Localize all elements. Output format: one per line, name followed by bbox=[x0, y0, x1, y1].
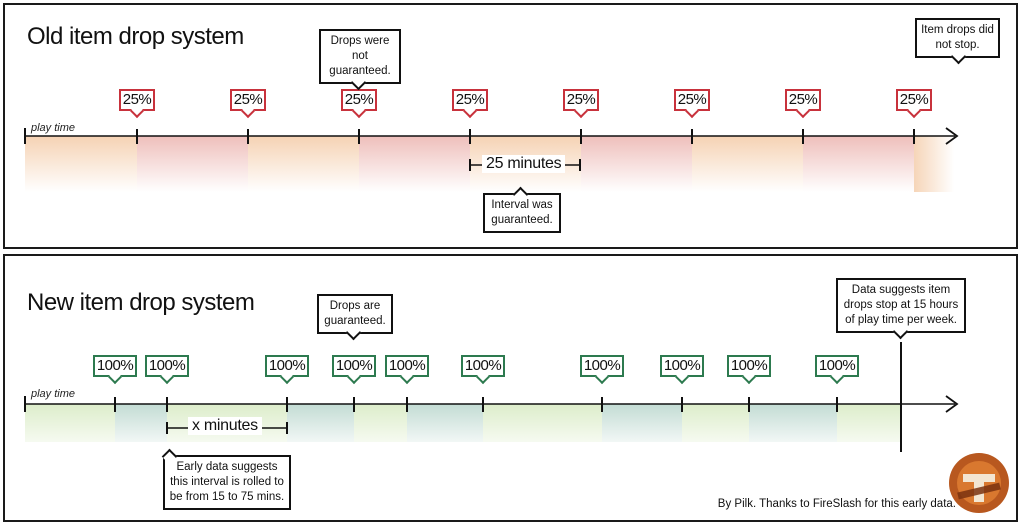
new-interval-band bbox=[354, 404, 407, 442]
new-timeline bbox=[24, 342, 959, 452]
new-interval-band bbox=[483, 404, 602, 442]
new-drop-marker: 100% bbox=[332, 355, 376, 377]
old-interval-label: 25 minutes bbox=[482, 155, 566, 173]
new-drop-marker: 100% bbox=[461, 355, 505, 377]
new-axis-label: play time bbox=[31, 388, 76, 400]
new-drop-marker: 100% bbox=[815, 355, 859, 377]
new-interval-band bbox=[602, 404, 682, 442]
callout-drops-guaranteed: Drops are guaranteed. bbox=[317, 294, 393, 341]
old-system-title: Old item drop system bbox=[27, 23, 244, 50]
new-interval-band bbox=[287, 404, 354, 442]
old-interval-band bbox=[137, 136, 248, 192]
new-drop-marker: 100% bbox=[265, 355, 309, 377]
callout-interval-guaranteed: Interval was guaranteed. bbox=[483, 186, 561, 233]
new-drop-marker: 100% bbox=[580, 355, 624, 377]
callout-drops-did-not-stop: Item drops did not stop. bbox=[915, 18, 1000, 65]
old-axis-label: play time bbox=[31, 122, 76, 134]
callout-early-data: Early data suggests this interval is rol… bbox=[161, 448, 291, 510]
old-interval-band bbox=[25, 136, 137, 192]
new-interval-band bbox=[837, 404, 901, 442]
old-interval-band bbox=[248, 136, 359, 192]
old-interval-band bbox=[359, 136, 470, 192]
old-drop-marker: 25% bbox=[341, 89, 377, 111]
new-drop-marker: 100% bbox=[93, 355, 137, 377]
old-interval-band bbox=[692, 136, 803, 192]
new-interval-band bbox=[749, 404, 837, 442]
new-drop-marker: 100% bbox=[727, 355, 771, 377]
new-axis-arrow bbox=[945, 395, 959, 413]
new-drop-marker: 100% bbox=[660, 355, 704, 377]
new-interval-band bbox=[25, 404, 115, 442]
old-tail-band bbox=[914, 136, 954, 192]
callout-drops-stop: Data suggests item drops stop at 15 hour… bbox=[836, 278, 966, 340]
old-axis-arrow bbox=[945, 127, 959, 145]
new-interval-band bbox=[407, 404, 483, 442]
new-interval-band bbox=[682, 404, 749, 442]
old-drop-marker: 25% bbox=[563, 89, 599, 111]
old-drop-marker: 25% bbox=[674, 89, 710, 111]
old-drop-marker: 25% bbox=[896, 89, 932, 111]
credit-text: By Pilk. Thanks to FireSlash for this ea… bbox=[717, 498, 956, 510]
callout-not-guaranteed: Drops were not guaranteed. bbox=[319, 29, 401, 91]
new-interval-band bbox=[115, 404, 167, 442]
old-interval-band bbox=[581, 136, 692, 192]
site-logo-icon bbox=[948, 452, 1010, 514]
new-drop-marker: 100% bbox=[385, 355, 429, 377]
old-drop-marker: 25% bbox=[230, 89, 266, 111]
new-interval-label: x minutes bbox=[188, 417, 262, 435]
old-drop-marker: 25% bbox=[785, 89, 821, 111]
old-system-panel: Old item drop system play time 25% 25% 25%… bbox=[3, 3, 1018, 249]
new-system-title: New item drop system bbox=[27, 289, 255, 316]
new-drop-marker: 100% bbox=[145, 355, 189, 377]
old-interval-band bbox=[803, 136, 914, 192]
old-drop-marker: 25% bbox=[119, 89, 155, 111]
old-drop-marker: 25% bbox=[452, 89, 488, 111]
new-system-panel: New item drop system play time 100% 100% 1… bbox=[3, 254, 1018, 522]
